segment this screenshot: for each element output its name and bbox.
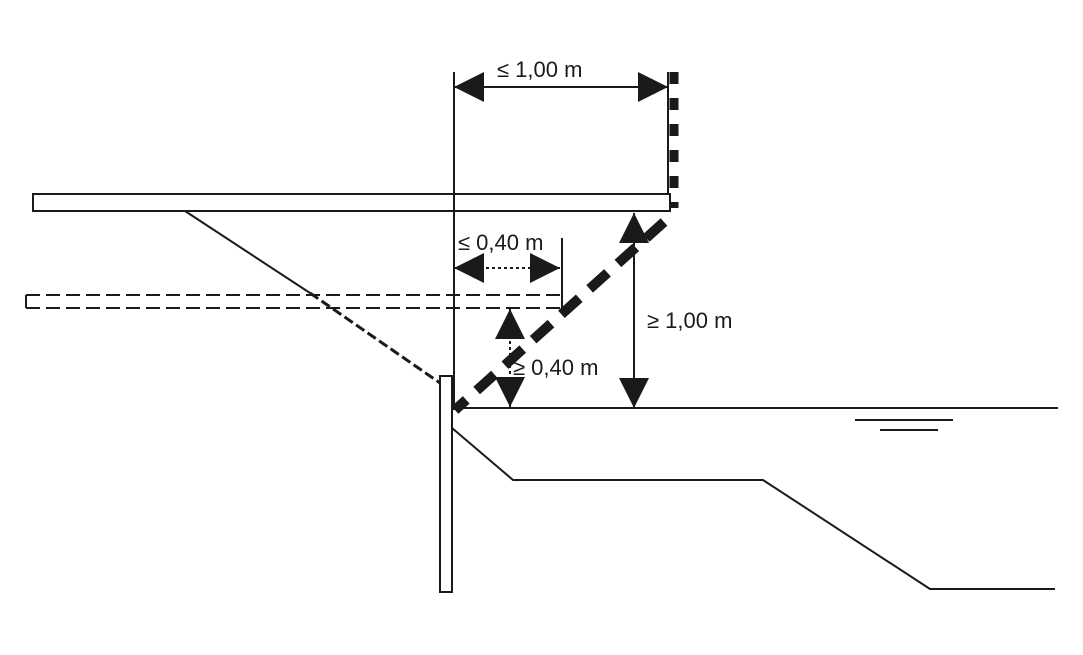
platform-deck: [32, 193, 671, 212]
label-top-width: ≤ 1,00 m: [497, 57, 582, 82]
label-inner-width: ≤ 0,40 m: [458, 230, 543, 255]
terrain-profile: [451, 427, 1055, 590]
support-strut-lower: [309, 291, 441, 385]
label-right-height: ≥ 1,00 m: [647, 308, 732, 333]
vertical-post: [439, 375, 453, 593]
support-strut: [184, 210, 311, 294]
label-inner-height: ≥ 0,40 m: [513, 355, 598, 380]
